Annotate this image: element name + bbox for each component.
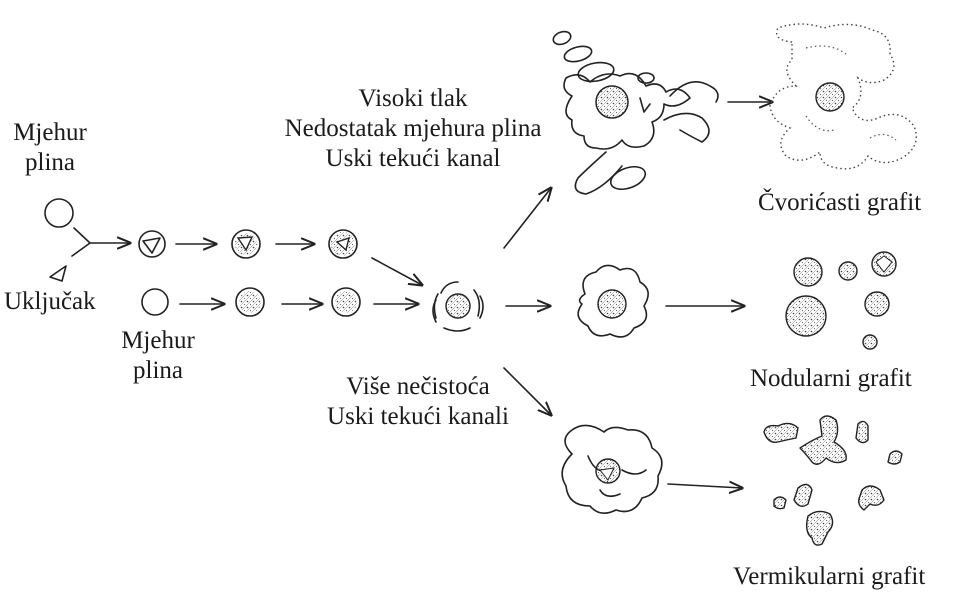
vermicular-graphite-result: [763, 415, 903, 546]
more-impurities-conditions: Više nečistoća Uski tekući kanali: [298, 372, 538, 432]
nodular-growth-stage: [577, 264, 649, 338]
bubble-inclusion-stage-3: [328, 229, 358, 259]
nodular-graphite-result: [785, 251, 897, 350]
arrow-to-vermicular: [667, 484, 742, 488]
gas-bubble-top-line-2: plina: [25, 149, 75, 176]
bubble-inclusion-stage-1: [138, 230, 166, 258]
vermicular-graphite-label: Vermikularni grafit: [733, 563, 926, 590]
chunky-graphite-label: Čvorićasti grafit: [758, 189, 922, 216]
more-impurities-line-1: Više nečistoća: [346, 373, 490, 400]
high-pressure-line-3: Uski tekući kanal: [325, 145, 501, 172]
gas-bubble-bottom-line-1: Mjehur: [121, 327, 195, 354]
inclusion-icon: [49, 265, 67, 282]
bubble-graphite-stage-1: [235, 287, 265, 317]
high-pressure-line-2: Nedostatak mjehura plina: [284, 115, 542, 142]
gas-bubble-top-label: Mjehur plina: [4, 118, 96, 178]
more-impurities-line-2: Uski tekući kanali: [327, 403, 509, 430]
arrow-down-branch: [503, 367, 551, 415]
bubble-inclusion-stage-2: [231, 229, 261, 259]
high-pressure-line-1: Visoki tlak: [358, 85, 468, 112]
nodular-graphite-label: Nodularni grafit: [750, 365, 912, 392]
arrow-up-branch: [503, 188, 551, 249]
gas-bubble-bottom-line-2: plina: [133, 357, 183, 384]
chunky-graphite-result: [769, 23, 917, 170]
vermicular-growth-stage: [561, 424, 663, 514]
gas-bubble-bottom-icon: [141, 288, 169, 316]
gas-bubble-bottom-label: Mjehur plina: [108, 326, 208, 386]
chunky-growth-stage: [552, 30, 719, 195]
merge-lines: [71, 227, 130, 256]
inclusion-label: Uključak: [4, 288, 96, 315]
gas-bubble-top-line-1: Mjehur: [13, 119, 87, 146]
bubble-graphite-stage-2: [331, 287, 361, 317]
central-nucleus: [432, 281, 484, 332]
high-pressure-conditions: Visoki tlak Nedostatak mjehura plina Usk…: [268, 84, 558, 174]
arrow-top-merge: [371, 257, 422, 285]
gas-bubble-top-icon: [44, 198, 74, 228]
